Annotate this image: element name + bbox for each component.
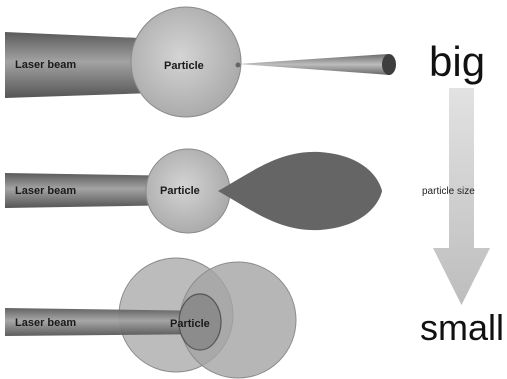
- particle-label: Particle: [170, 318, 210, 330]
- laser-beam-label: Laser beam: [15, 185, 76, 197]
- scale-top-label: big: [429, 38, 485, 85]
- row-medium-particle: Laser beam Particle: [5, 149, 382, 233]
- particle-label: Particle: [160, 185, 200, 197]
- scattering-lobe: [218, 152, 382, 230]
- scattering-cone: [238, 54, 390, 75]
- row-small-particle: Laser beam Particle: [5, 258, 296, 378]
- laser-beam-label: Laser beam: [15, 59, 76, 71]
- scattering-cone-tip: [382, 54, 396, 75]
- row-big-particle: Laser beam Particle: [5, 7, 396, 117]
- particle-center-dot: [236, 63, 241, 68]
- scale-middle-label: particle size: [422, 186, 475, 197]
- size-scale: big particle size small: [420, 38, 504, 348]
- laser-beam-label: Laser beam: [15, 317, 76, 329]
- scale-bottom-label: small: [420, 307, 504, 348]
- particle-label: Particle: [164, 60, 204, 72]
